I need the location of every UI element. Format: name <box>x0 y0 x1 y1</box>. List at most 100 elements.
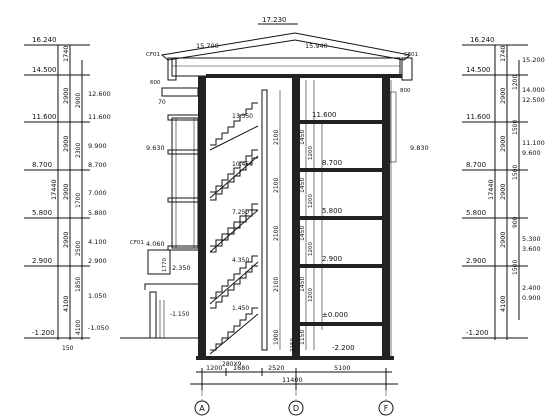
stair-dim-2: 2100 <box>273 178 280 193</box>
roof-right-label: CF01 <box>404 52 418 58</box>
mid-dim-6: 1200 <box>308 146 314 160</box>
right-inner-dim-4: 900 <box>512 216 519 228</box>
axis-bubble-d <box>288 400 304 416</box>
eave-top-elev: 15.700 <box>196 42 219 50</box>
right-inner-elev-3: 12.500 <box>522 96 545 104</box>
left-elev-6: 2.900 <box>32 257 52 265</box>
right-seg-6: 4100 <box>499 295 507 312</box>
stair-elev-2: 10.450 <box>232 161 253 168</box>
bottom-total: 11400 <box>282 376 303 384</box>
stair-elev-3: 7.250 <box>232 209 249 216</box>
right-elev-4: 8.700 <box>466 161 486 169</box>
axis-bubble-a <box>194 400 210 416</box>
right-inner-elev-4: 11.100 <box>522 139 545 147</box>
left-inner-elev-7: 4.100 <box>88 238 107 246</box>
entry-post <box>149 291 157 339</box>
left-bottom-dim: 150 <box>62 345 74 352</box>
left-inner-dim-4: 2500 <box>75 241 82 256</box>
right-dimension-chain: 16.240 14.500 11.600 8.700 5.800 2.900 -… <box>462 36 545 340</box>
wall-axis-a <box>198 76 206 358</box>
small-dim-800: 800 <box>400 88 411 94</box>
right-inner-dim-3: 1500 <box>512 165 519 180</box>
roof-left-label: CF01 <box>146 52 160 58</box>
bottom-dim-3: 2520 <box>268 364 285 372</box>
stair-elev-4: 4.350 <box>232 257 249 264</box>
small-dim-70: 70 <box>158 99 166 106</box>
right-inner-dim-1: 1200 <box>512 75 519 90</box>
bottom-dim-2: 1680 <box>233 364 250 372</box>
stair-dim-4: 2100 <box>273 277 280 292</box>
wall-axis-d <box>292 76 300 358</box>
ridge-elev: 17.230 <box>262 16 287 24</box>
left-dimension-chain: 16.240 14.500 11.600 8.700 5.800 2.900 -… <box>24 36 111 352</box>
axis-markers: A D F <box>194 390 394 416</box>
stair-elev-5: 1.450 <box>232 305 249 312</box>
left-seg-3: 2900 <box>62 135 70 152</box>
mid-dim-8: 1200 <box>308 242 314 256</box>
right-seg-1: 1740 <box>499 45 507 62</box>
left-elev-4: 8.700 <box>32 161 52 169</box>
mid-dim-1: 1450 <box>299 130 306 145</box>
side-elev-bay-lower: 2.350 <box>172 264 191 272</box>
bottom-dimensions: 1200 1680 2520 5100 11400 <box>190 364 398 390</box>
right-inner-elev-9: 0.900 <box>522 294 541 302</box>
left-inner-dim-3: 1700 <box>75 193 82 208</box>
stair-elev-6: -1.150 <box>170 311 190 318</box>
stair-dim-1: 2100 <box>273 130 280 145</box>
left-elev-1: 16.240 <box>32 36 57 44</box>
mid-dim-7: 1200 <box>308 194 314 208</box>
right-inner-elev-1: 15.200 <box>522 56 545 64</box>
bay-label: CF01 <box>130 240 144 246</box>
left-inner-dim-5: 1850 <box>75 277 82 292</box>
left-seg-1: 1740 <box>62 45 70 62</box>
left-elev-2: 14.500 <box>32 66 57 74</box>
right-elev-6: 2.900 <box>466 257 486 265</box>
side-elev-right: 9.830 <box>410 144 429 152</box>
small-dim-600: 600 <box>150 80 161 86</box>
stair-divider <box>261 89 268 351</box>
left-elev-5: 5.800 <box>32 209 52 217</box>
mid-dim-5: 1150 <box>299 330 306 345</box>
right-elev-5: 5.800 <box>466 209 486 217</box>
right-seg-2: 2900 <box>499 87 507 104</box>
left-elev-7: -1.200 <box>32 329 55 337</box>
left-total: 17440 <box>50 179 58 200</box>
right-inner-elev-2: 14.000 <box>522 86 545 94</box>
stair-run-dim: 280X9 <box>222 361 242 368</box>
left-seg-2: 2900 <box>62 87 70 104</box>
right-elev-3: 11.600 <box>466 113 491 121</box>
floor-elev-5: ±0.000 <box>322 311 348 319</box>
right-seg-4: 2900 <box>499 183 507 200</box>
left-seg-5: 2900 <box>62 231 70 248</box>
stair-flights <box>209 102 259 355</box>
right-inner-elev-6: 5.300 <box>522 235 541 243</box>
mid-dim-9: 1200 <box>308 288 314 302</box>
right-elev-2: 14.500 <box>466 66 491 74</box>
left-inner-elev-5: 7.000 <box>88 189 107 197</box>
right-inner-elev-7: 3.600 <box>522 245 541 253</box>
eave-right-elev: 15.940 <box>305 42 328 50</box>
roof-eave-band <box>171 57 401 77</box>
entry-canopy <box>144 283 205 290</box>
axis-bubble-f <box>378 400 394 416</box>
left-inner-elev-2: 11.600 <box>88 113 111 121</box>
side-elev-left: 9.630 <box>146 144 165 152</box>
bottom-dim-1: 1200 <box>206 364 223 372</box>
axis-label-d: D <box>293 404 299 413</box>
small-dim-1770: 1770 <box>162 258 168 272</box>
floor-elev-2: 8.700 <box>322 159 342 167</box>
left-inner-elev-8: 2.900 <box>88 257 107 265</box>
left-inner-dim-2: 2300 <box>75 143 82 158</box>
right-seg-3: 2900 <box>499 135 507 152</box>
left-elevation-ticks <box>24 44 90 339</box>
right-seg-5: 2900 <box>499 231 507 248</box>
left-inner-dim-1: 2900 <box>75 93 82 108</box>
roof-right-gutter <box>401 57 413 81</box>
stair-dim-3: 2100 <box>273 226 280 241</box>
right-inner-dim-5: 1500 <box>512 260 519 275</box>
left-inner-elev-10: -1.050 <box>88 324 109 332</box>
bottom-dim-4: 5100 <box>334 364 351 372</box>
left-seg-6: 4100 <box>62 295 70 312</box>
mid-bay-dims: 1450 1450 1450 1450 1150 1200 1200 1200 … <box>299 80 323 350</box>
